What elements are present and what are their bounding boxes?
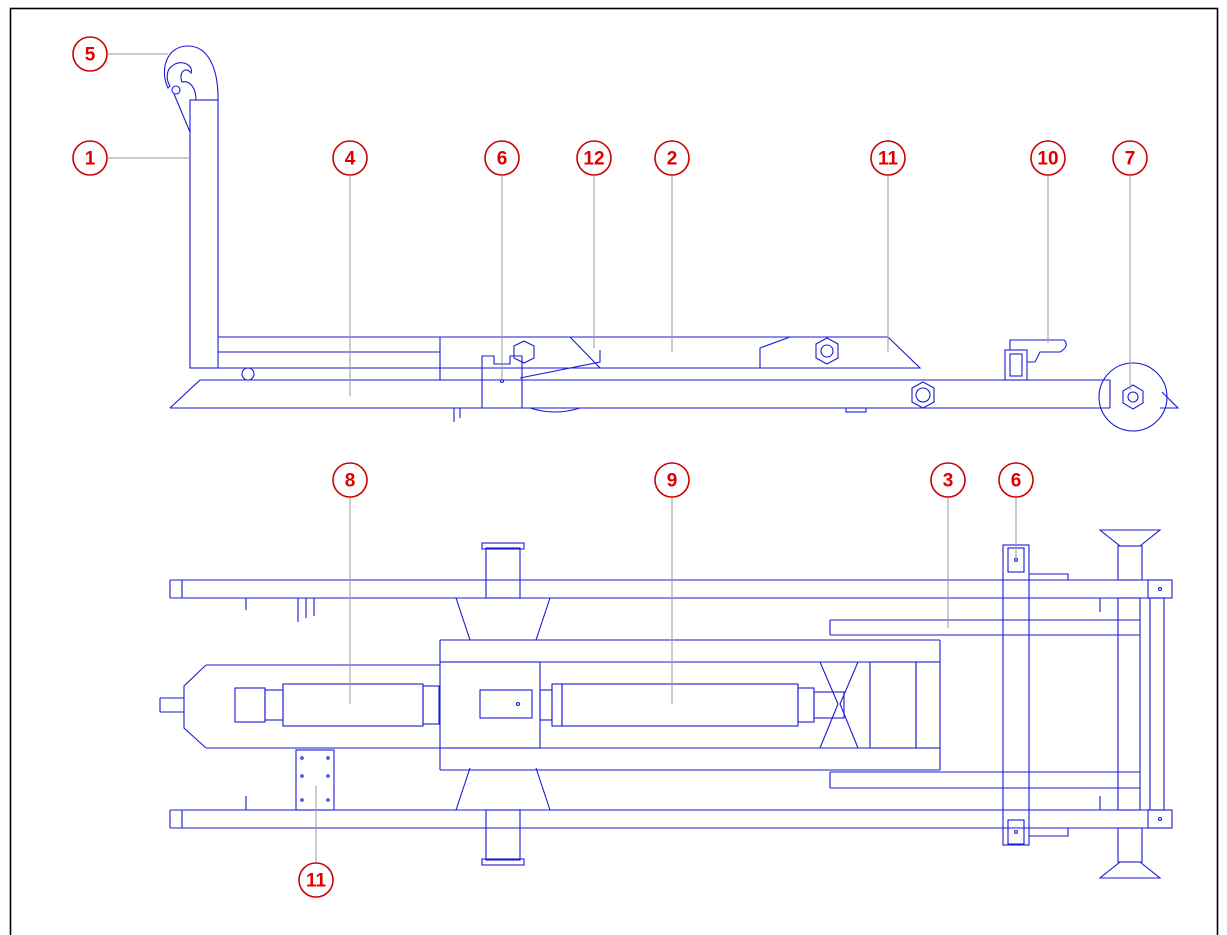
svg-text:3: 3: [943, 471, 954, 492]
svg-text:6: 6: [497, 149, 508, 170]
callouts: 5 1 4 6 12 2 11 10 7 8 9 3 6 11: [72, 36, 1148, 898]
callout-8: 8: [332, 462, 368, 498]
callout-10: 10: [1030, 140, 1066, 176]
callout-2: 2: [654, 140, 690, 176]
top-view: [159, 529, 1173, 879]
side-view: [163, 45, 1180, 432]
callout-6-top: 6: [998, 462, 1034, 498]
svg-text:6: 6: [1011, 471, 1022, 492]
callout-1: 1: [72, 140, 108, 176]
svg-text:9: 9: [667, 471, 678, 492]
callout-5: 5: [72, 36, 108, 72]
callout-9: 9: [654, 462, 690, 498]
drawing-border: [9, 7, 1219, 935]
svg-text:4: 4: [345, 149, 356, 170]
callout-11-side: 11: [870, 140, 906, 176]
svg-text:11: 11: [878, 149, 899, 170]
callout-4: 4: [332, 140, 368, 176]
svg-text:7: 7: [1125, 149, 1136, 170]
callout-7: 7: [1112, 140, 1148, 176]
leader-lines: [108, 53, 1131, 862]
callout-11-top: 11: [298, 862, 334, 898]
svg-text:11: 11: [306, 871, 327, 892]
svg-text:12: 12: [583, 149, 604, 170]
svg-text:1: 1: [85, 149, 96, 170]
svg-text:10: 10: [1037, 149, 1058, 170]
callout-6-side: 6: [484, 140, 520, 176]
svg-text:5: 5: [85, 45, 96, 66]
svg-text:2: 2: [667, 149, 678, 170]
callout-3: 3: [930, 462, 966, 498]
callout-12: 12: [576, 140, 612, 176]
svg-text:8: 8: [345, 471, 356, 492]
